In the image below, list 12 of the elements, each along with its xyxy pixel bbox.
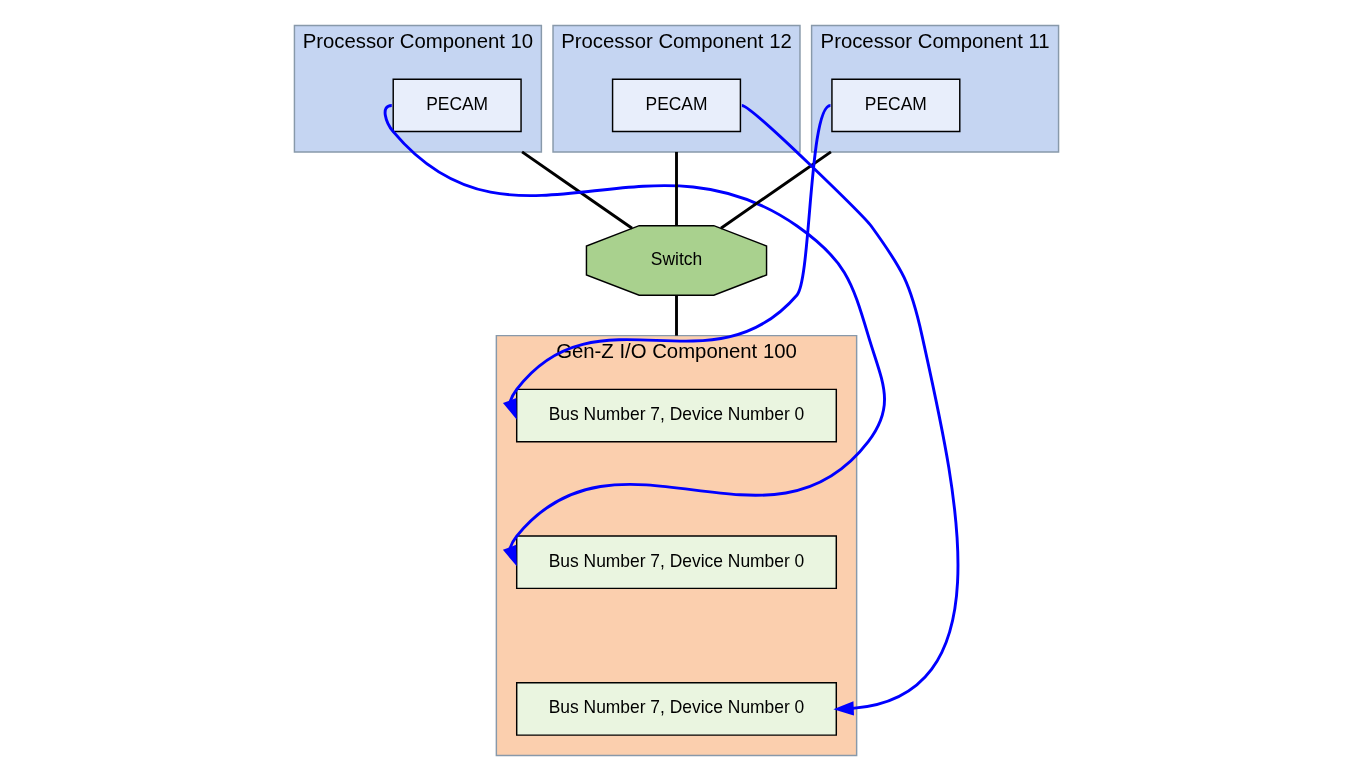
node-box: Bus Number 7, Device Number 0 bbox=[515, 535, 837, 590]
connector bbox=[674, 295, 678, 336]
node-box: PECAM bbox=[392, 78, 522, 133]
connector bbox=[719, 150, 832, 230]
node-box: Bus Number 7, Device Number 0 bbox=[515, 388, 837, 443]
node-box: PECAM bbox=[611, 78, 741, 133]
arrow bbox=[502, 104, 831, 420]
node-box: PECAM bbox=[830, 78, 960, 133]
connector bbox=[674, 151, 678, 226]
arrow bbox=[740, 104, 959, 716]
connector bbox=[520, 150, 633, 230]
node-box: Bus Number 7, Device Number 0 bbox=[515, 682, 837, 736]
